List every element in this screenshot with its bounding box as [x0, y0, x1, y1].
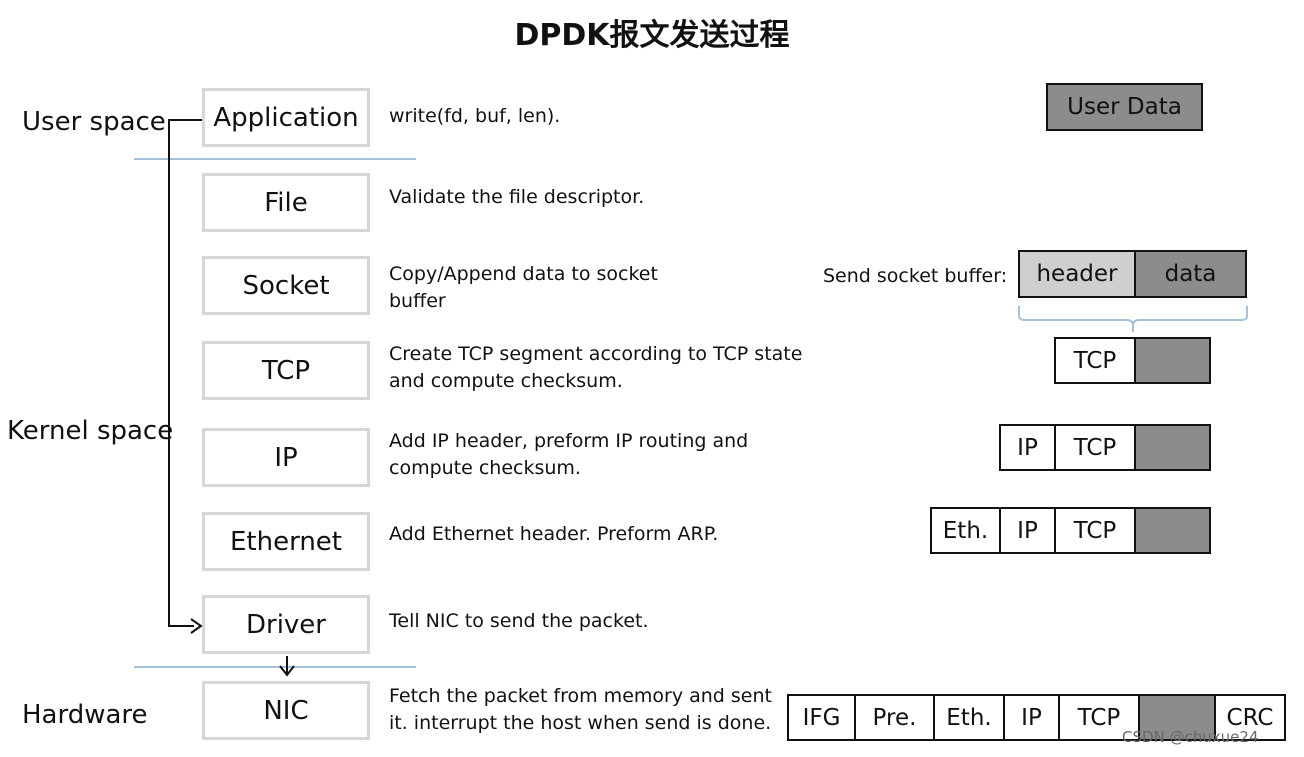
ip-packet-ip: IP — [999, 424, 1056, 471]
layer-file: File — [202, 173, 370, 232]
socket-data-block: data — [1134, 250, 1247, 298]
wire-eth: Eth. — [933, 694, 1005, 741]
desc-nic: Fetch the packet from memory and sent it… — [389, 685, 772, 734]
arrow-right-icon — [190, 618, 203, 634]
wire-data — [1138, 694, 1216, 741]
desc-application: write(fd, buf, len). — [389, 105, 561, 127]
driver-nic-connector — [286, 656, 288, 675]
eth-frame-eth: Eth. — [930, 507, 1001, 554]
wire-ifg: IFG — [787, 694, 856, 741]
eth-frame-tcp: TCP — [1054, 507, 1136, 554]
layer-driver: Driver — [202, 595, 370, 654]
wire-crc: CRC — [1214, 694, 1286, 741]
hardware-label: Hardware — [22, 700, 148, 730]
watermark: CSDN @chuxue24 — [1122, 728, 1259, 746]
kernel-space-label: Kernel space — [7, 416, 174, 446]
socket-brace — [1018, 306, 1248, 332]
layer-ip: IP — [202, 428, 370, 487]
wire-ip: IP — [1003, 694, 1060, 741]
wire-tcp: TCP — [1058, 694, 1140, 741]
layer-nic: NIC — [202, 681, 370, 740]
layer-tcp: TCP — [202, 341, 370, 400]
socket-buffer-label: Send socket buffer: — [823, 265, 1008, 287]
desc-driver: Tell NIC to send the packet. — [389, 610, 649, 632]
desc-socket: Copy/Append data to socket buffer — [389, 263, 658, 312]
desc-ip: Add IP header, preform IP routing and co… — [389, 430, 749, 479]
user-space-label: User space — [22, 107, 166, 137]
kernel-hardware-separator — [134, 666, 416, 668]
tcp-segment-data — [1134, 337, 1211, 384]
socket-header-block: header — [1018, 250, 1136, 298]
arrow-down-icon — [279, 665, 295, 677]
layer-ethernet: Ethernet — [202, 512, 370, 571]
user-kernel-separator — [134, 158, 416, 160]
eth-frame-data — [1134, 507, 1211, 554]
desc-file: Validate the file descriptor. — [389, 186, 645, 208]
tcp-segment-tcp: TCP — [1054, 337, 1136, 384]
user-data-block: User Data — [1046, 83, 1203, 131]
diagram-title: DPDK报文发送过程 — [514, 18, 790, 53]
desc-tcp: Create TCP segment according to TCP stat… — [389, 343, 803, 392]
ip-packet-data — [1134, 424, 1211, 471]
layer-application: Application — [202, 88, 370, 147]
layer-socket: Socket — [202, 256, 370, 315]
ip-packet-tcp: TCP — [1054, 424, 1136, 471]
desc-ethernet: Add Ethernet header. Preform ARP. — [389, 523, 719, 545]
wire-preamble: Pre. — [854, 694, 935, 741]
eth-frame-ip: IP — [999, 507, 1056, 554]
